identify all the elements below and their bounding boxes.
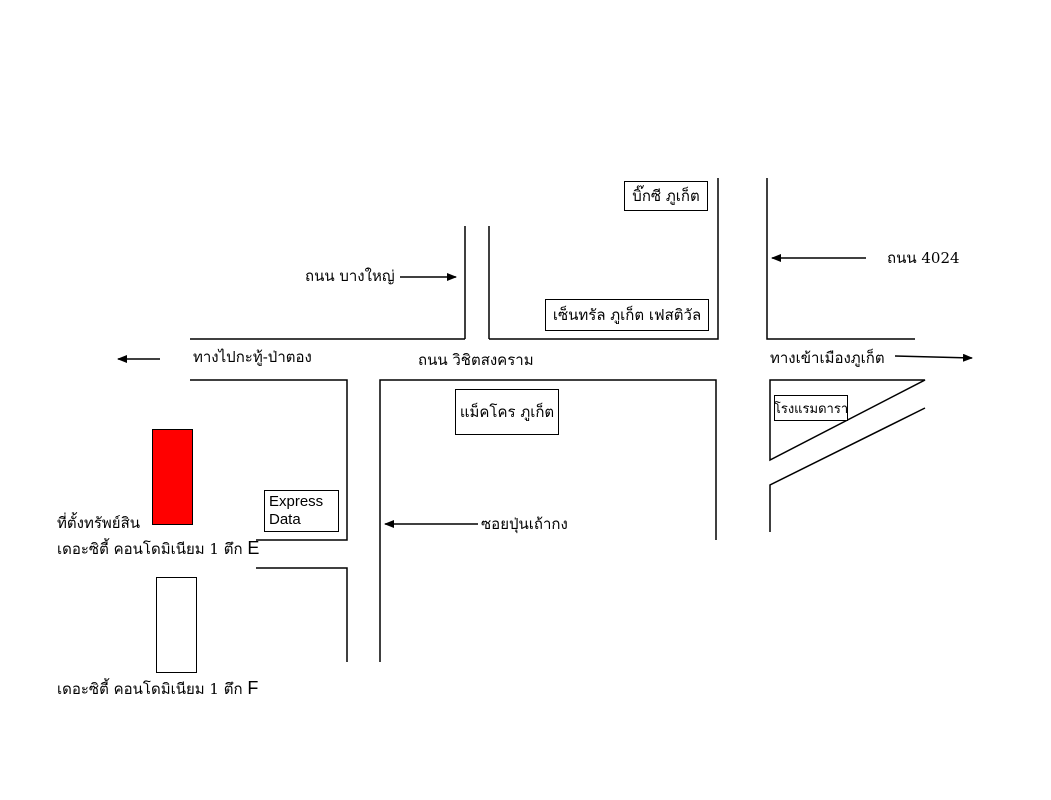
road-soi-left-edge (379, 379, 717, 662)
label-building-e: เดอะซิตี้ คอนโดมิเนียม 1 ตึก E (57, 538, 259, 559)
road-diagonal-lower (769, 407, 926, 532)
express-data-line2: Data (269, 511, 301, 528)
label-road-4024: ถนน 4024 (887, 249, 960, 267)
label-building-f: เดอะซิตี้ คอนโดมิเนียม 1 ตึก F (57, 678, 258, 699)
building-f (156, 577, 197, 673)
arrow-phuket-town (894, 353, 973, 362)
road-lower-left (256, 567, 348, 662)
road-main-lower-edge-left (190, 379, 348, 541)
label-to-phuket-town: ทางเข้าเมืองภูเก็ต (770, 349, 885, 367)
label-road-bang-yai: ถนน บางใหญ่ (305, 267, 395, 285)
landmark-central-festival: เซ็นทรัล ภูเก็ต เฟสติวัล (545, 299, 709, 331)
landmark-makro: แม็คโคร ภูเก็ต (455, 389, 559, 435)
building-e-letter: E (247, 538, 260, 558)
building-e-text: เดอะซิตี้ คอนโดมิเนียม 1 ตึก (57, 540, 243, 558)
building-f-letter: F (247, 678, 259, 698)
building-f-text: เดอะซิตี้ คอนโดมิเนียม 1 ตึก (57, 680, 243, 698)
label-to-kathu-patong: ทางไปกะทู้-ป่าตอง (193, 348, 312, 366)
landmark-big-c: บิ๊กซี ภูเก็ต (624, 181, 708, 211)
landmark-express-data: Express Data (264, 490, 339, 532)
road-main-upper-edge-mid (489, 178, 719, 340)
road-4024-left-edge (766, 178, 915, 340)
building-e-highlight (152, 429, 193, 525)
label-road-wichit-songkhram: ถนน วิชิตสงคราม (418, 351, 534, 369)
label-property-location: ที่ตั้งทรัพย์สิน (57, 514, 140, 532)
label-soi-pun-tao-kong: ซอยปุ่นเถ้ากง (481, 515, 568, 533)
express-data-line1: Express (269, 493, 324, 510)
landmark-dara-hotel: โรงแรมดารา (774, 395, 848, 421)
